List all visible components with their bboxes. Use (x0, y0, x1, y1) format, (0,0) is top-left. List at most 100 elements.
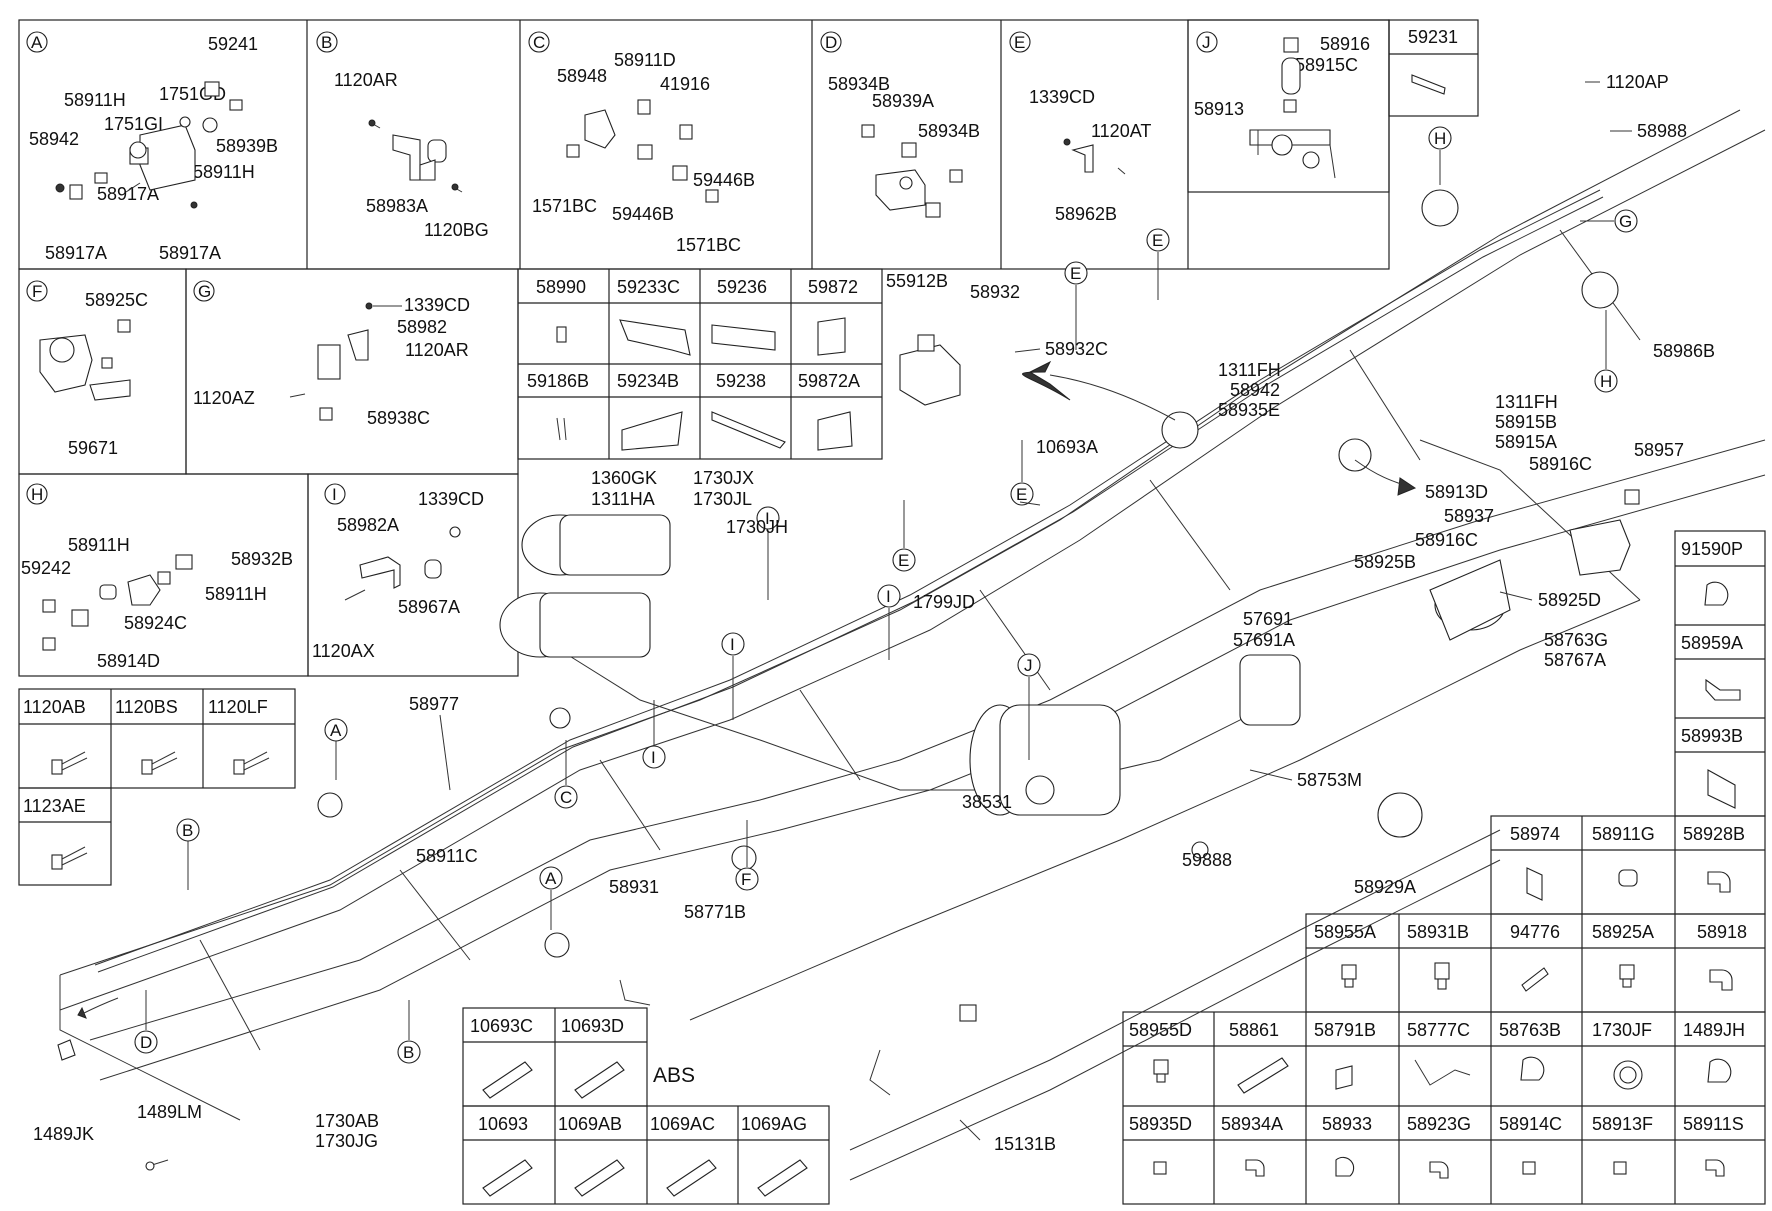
chassis-frame-drawing (57, 109, 1766, 1181)
fit-label-58911s: 58911S (1683, 1114, 1744, 1134)
label-58913: 58913 (1194, 99, 1244, 119)
panel-letter-c: C (533, 33, 545, 52)
hoses-grid: 10693C 10693D ABS 10693 1069AB 1069AC 10… (462, 1007, 830, 1205)
panel-h: 58911H 59242 58932B 58911H 58924C 58914D (21, 535, 293, 671)
label-58911d: 58911D (614, 50, 676, 70)
label-1120bg: 1120BG (424, 220, 489, 240)
label-58983a: 58983A (366, 196, 428, 216)
callout-58932c: 58932C (1045, 339, 1108, 359)
fit-label-1730jf: 1730JF (1592, 1020, 1652, 1040)
callout-1489jk: 1489JK (33, 1124, 94, 1144)
callout-58932: 58932 (970, 282, 1020, 302)
grid-label-59186b: 59186B (527, 371, 589, 391)
marker-i-2: I (730, 635, 735, 654)
fit-label-58925a: 58925A (1592, 922, 1654, 942)
marker-i-3: I (651, 748, 656, 767)
fit-label-58777c: 58777C (1407, 1020, 1470, 1040)
panel-g: 1339CD 58982 1120AR 1120AZ 58938C (193, 295, 470, 428)
label-1339cd-g: 1339CD (404, 295, 470, 315)
callout-58915a: 58915A (1495, 432, 1557, 452)
callout-58913d: 58913D (1425, 482, 1488, 502)
bolt-label-1120lf: 1120LF (208, 697, 268, 717)
marker-a-2: A (545, 869, 557, 888)
callout-58937: 58937 (1444, 506, 1494, 526)
fit-label-58933: 58933 (1322, 1114, 1372, 1134)
hose-label-10693c: 10693C (470, 1016, 533, 1036)
callout-58977: 58977 (409, 694, 459, 714)
label-58925c: 58925C (85, 290, 148, 310)
label-58917a: 58917A (97, 184, 159, 204)
label-58939a: 58939A (872, 91, 934, 111)
callout-58935e: 58935E (1218, 400, 1280, 420)
marker-i-1: I (765, 509, 770, 528)
panel-j: 58916 58915C 58913 (1194, 34, 1370, 179)
label-58948: 58948 (557, 66, 607, 86)
label-59231: 59231 (1408, 27, 1458, 47)
label-58934b: 58934B (828, 74, 890, 94)
callout-59888: 59888 (1182, 850, 1232, 870)
marker-b-1: B (182, 821, 193, 840)
panel-i: 1339CD 58982A 58967A 1120AX (312, 489, 484, 661)
fit-label-58935d: 58935D (1129, 1114, 1192, 1134)
hose-label-1069ag: 1069AG (741, 1114, 807, 1134)
fit-label-58763b: 58763B (1499, 1020, 1561, 1040)
callout-1730jl: 1730JL (693, 489, 752, 509)
callout-1120ap: 1120AP (1606, 72, 1669, 92)
fit-label-58923g: 58923G (1407, 1114, 1471, 1134)
small-parts-grid: 58990 59233C 59236 59872 59186B 59234B 5… (517, 268, 883, 460)
panel-letter-j: J (1202, 33, 1211, 52)
callout-1730jx: 1730JX (693, 468, 754, 488)
marker-j: J (1024, 656, 1033, 675)
box-59231: 59231 (1408, 27, 1458, 95)
callout-1311fh-2: 1311FH (1495, 392, 1558, 412)
callout-58916c-2: 58916C (1415, 530, 1478, 550)
callout-57691: 57691 (1243, 609, 1293, 629)
callout-1730jg: 1730JG (315, 1131, 378, 1151)
panel-b: 1120AR 58983A 1120BG (334, 70, 489, 240)
label-59446b: 59446B (693, 170, 755, 190)
callout-58771b: 58771B (684, 902, 746, 922)
fit-label-58913f: 58913F (1592, 1114, 1653, 1134)
marker-f: F (741, 870, 751, 889)
marker-d: D (140, 1033, 152, 1052)
hose-label-1069ab: 1069AB (558, 1114, 622, 1134)
callout-1360gk: 1360GK (591, 468, 657, 488)
callout-58763g: 58763G (1544, 630, 1608, 650)
bolt-label-1120ab: 1120AB (23, 697, 86, 717)
marker-e-1: E (1152, 231, 1163, 250)
callout-58925d: 58925D (1538, 590, 1601, 610)
label-58917a-3: 58917A (159, 243, 221, 263)
label-58939b: 58939B (216, 136, 278, 156)
callout-58916c: 58916C (1529, 454, 1592, 474)
hose-label-10693: 10693 (478, 1114, 528, 1134)
panel-letter-b: B (321, 33, 332, 52)
marker-c: C (560, 788, 572, 807)
right-column-boxes: 91590P 58959A 58993B (1674, 530, 1766, 817)
callout-58911c: 58911C (416, 846, 478, 866)
fit-label-58914c: 58914C (1499, 1114, 1562, 1134)
callout-55912b: 55912B (886, 271, 948, 291)
label-58915c: 58915C (1295, 55, 1358, 75)
panel-letter-e: E (1014, 33, 1025, 52)
bolt-label-1123ae: 1123AE (23, 796, 86, 816)
callout-58986b: 58986B (1653, 341, 1715, 361)
rc-label-58993b: 58993B (1681, 726, 1743, 746)
label-58911h: 58911H (64, 90, 126, 110)
label-1339cd: 1339CD (1029, 87, 1095, 107)
fit-label-58861: 58861 (1229, 1020, 1279, 1040)
label-58911h-h: 58911H (68, 535, 130, 555)
callout-1730ab: 1730AB (315, 1111, 379, 1131)
panel-e: 1339CD 1120AT 58962B (1029, 87, 1151, 224)
fit-label-94776: 94776 (1510, 922, 1560, 942)
label-1120az: 1120AZ (193, 388, 255, 408)
callout-38531: 38531 (962, 792, 1012, 812)
label-1751gi: 1751GI (104, 114, 163, 134)
label-58911h-h2: 58911H (205, 584, 267, 604)
panel-letter-d: D (825, 33, 837, 52)
grid-label-59872a: 59872A (798, 371, 860, 391)
label-58967a: 58967A (398, 597, 460, 617)
label-58917a-2: 58917A (45, 243, 107, 263)
fittings-grid: 58974 58911G 58928B 58955A 58931B 94776 … (1122, 815, 1766, 1205)
callout-1311ha: 1311HA (591, 489, 655, 509)
callout-1489lm: 1489LM (137, 1102, 202, 1122)
